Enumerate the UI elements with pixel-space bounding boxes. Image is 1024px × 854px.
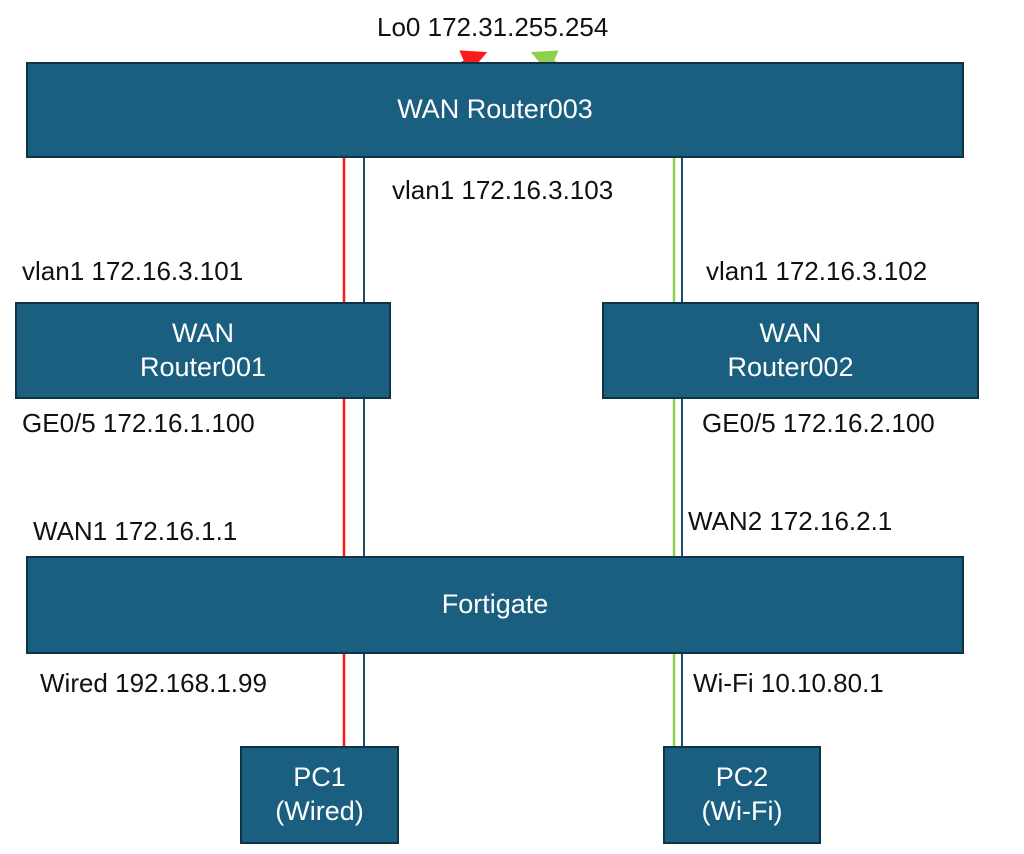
node-pc2: PC2 (Wi-Fi) (663, 746, 821, 844)
label-fortigate-wan2: WAN2 172.16.2.1 (688, 506, 893, 536)
label-fortigate-wifi: Wi-Fi 10.10.80.1 (693, 668, 884, 698)
node-label: Router001 (139, 351, 267, 382)
node-fortigate: Fortigate (26, 556, 964, 654)
label-router003-vlan1: vlan1 172.16.3.103 (392, 175, 614, 205)
node-wan-router002: WAN Router002 (602, 302, 979, 399)
node-label: Router002 (727, 351, 854, 382)
node-label: WAN (759, 317, 822, 348)
node-label: (Wired) (275, 796, 364, 826)
node-label: WAN (172, 317, 234, 348)
label-fortigate-wired: Wired 192.168.1.99 (40, 668, 267, 698)
label-router001-ge05: GE0/5 172.16.1.100 (22, 408, 255, 438)
node-label: PC2 (715, 762, 769, 793)
label-router002-ge05: GE0/5 172.16.2.100 (702, 408, 935, 438)
label-router002-vlan1: vlan1 172.16.3.102 (706, 256, 928, 286)
label-router003-lo0: Lo0 172.31.255.254 (377, 12, 609, 42)
label-fortigate-wan1: WAN1 172.16.1.1 (33, 516, 238, 546)
node-pc1: PC1 (Wired) (240, 746, 399, 844)
node-wan-router003: WAN Router003 (26, 62, 964, 158)
node-label: PC1 (293, 762, 346, 793)
label-router001-vlan1: vlan1 172.16.3.101 (22, 256, 244, 286)
node-wan-router001: WAN Router001 (15, 302, 391, 399)
node-label: (Wi-Fi) (701, 796, 783, 826)
node-label: WAN Router003 (397, 94, 593, 125)
node-label: Fortigate (441, 589, 549, 620)
